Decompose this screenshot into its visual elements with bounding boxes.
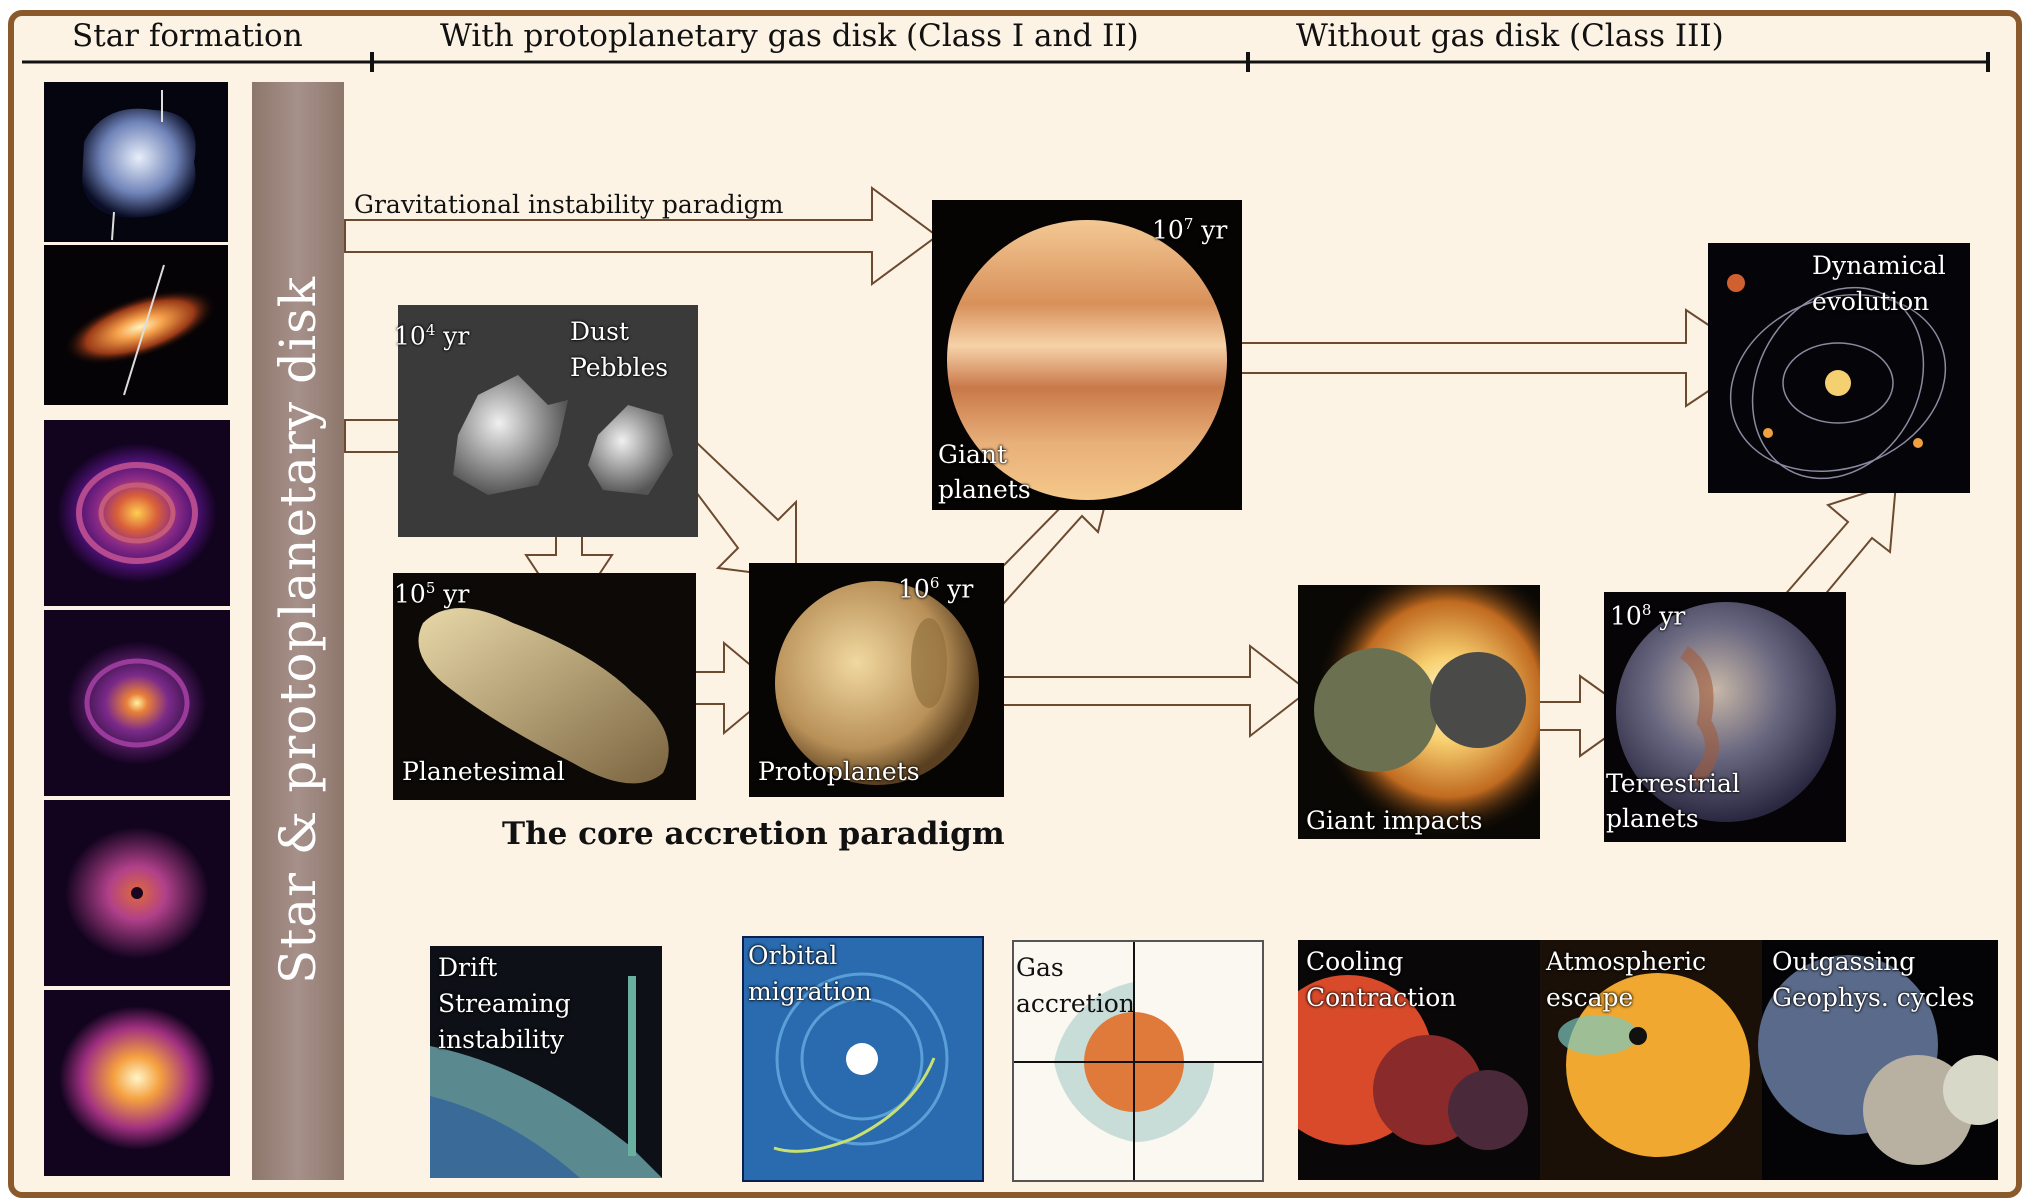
accretion-disk-image bbox=[44, 245, 228, 405]
outgassing-label-1: Outgassing bbox=[1772, 947, 1916, 976]
arrow-gi-to-giant bbox=[344, 186, 939, 286]
giant-impacts-label: Giant impacts bbox=[1306, 806, 1483, 835]
terrestrial-label-2: planets bbox=[1606, 804, 1699, 833]
drift-label-3: instability bbox=[438, 1025, 565, 1054]
giant-label-1: Giant bbox=[938, 440, 1008, 469]
dust-label: Dust bbox=[570, 317, 630, 346]
disk-glow-image bbox=[44, 990, 230, 1176]
arrow-giant-to-dynamical bbox=[1221, 308, 1760, 408]
terrestrial-planets-image bbox=[1604, 592, 1846, 842]
giant-time-label: 107 yr bbox=[1152, 215, 1228, 245]
protoplanets-label: Protoplanets bbox=[758, 757, 920, 786]
migration-label-1: Orbital bbox=[748, 941, 838, 970]
gi-paradigm-label: Gravitational instability paradigm bbox=[354, 190, 784, 219]
drift-streaming-image bbox=[430, 946, 662, 1178]
gas-accretion-image bbox=[1012, 940, 1264, 1182]
protoplanets-time-label: 106 yr bbox=[898, 574, 974, 604]
planetesimal-image bbox=[393, 573, 696, 800]
disk-rings-image-1 bbox=[44, 420, 230, 606]
escape-label-2: escape bbox=[1546, 983, 1634, 1012]
star-disk-bar bbox=[252, 82, 344, 1180]
migration-label-2: migration bbox=[748, 977, 872, 1006]
cooling-label-1: Cooling bbox=[1306, 947, 1404, 976]
dynamical-label-1: Dynamical bbox=[1812, 251, 1946, 280]
gas-label-2: accretion bbox=[1016, 989, 1135, 1018]
planetesimal-label: Planetesimal bbox=[402, 757, 565, 786]
terrestrial-label-1: Terrestrial bbox=[1606, 769, 1740, 798]
giant-impacts-image bbox=[1298, 585, 1540, 839]
giant-planets-image bbox=[932, 200, 1242, 510]
evolution-strip-image bbox=[1298, 940, 1998, 1180]
drift-label-1: Drift bbox=[438, 953, 498, 982]
planetesimal-time-label: 105 yr bbox=[394, 579, 470, 609]
escape-label-1: Atmospheric bbox=[1546, 947, 1707, 976]
dust-time-label: 104 yr bbox=[394, 321, 470, 351]
disk-cavity-image bbox=[44, 800, 230, 986]
header-with-gas-disk: With protoplanetary gas disk (Class I an… bbox=[440, 18, 1139, 54]
core-accretion-label: The core accretion paradigm bbox=[502, 816, 1005, 852]
giant-label-2: planets bbox=[938, 475, 1031, 504]
dust-pebbles-image bbox=[398, 305, 698, 537]
orbital-migration-image bbox=[742, 936, 984, 1182]
cooling-label-2: Contraction bbox=[1306, 983, 1457, 1012]
dynamical-evolution-image bbox=[1708, 243, 1970, 493]
header-star-formation: Star formation bbox=[72, 18, 303, 54]
disk-rings-image-2 bbox=[44, 610, 230, 796]
dynamical-label-2: evolution bbox=[1812, 287, 1930, 316]
arrow-dust-to-protoplanets bbox=[670, 440, 797, 580]
gas-label-1: Gas bbox=[1016, 953, 1064, 982]
protostar-cloud-image bbox=[44, 82, 228, 242]
pebbles-label: Pebbles bbox=[570, 353, 669, 382]
terrestrial-time-label: 108 yr bbox=[1610, 601, 1686, 631]
drift-label-2: Streaming bbox=[438, 989, 571, 1018]
protoplanets-image bbox=[749, 563, 1004, 797]
arrow-protoplanets-to-impacts bbox=[989, 643, 1310, 739]
header-without-gas-disk: Without gas disk (Class III) bbox=[1296, 18, 1724, 54]
outgassing-label-2: Geophys. cycles bbox=[1772, 983, 1975, 1012]
